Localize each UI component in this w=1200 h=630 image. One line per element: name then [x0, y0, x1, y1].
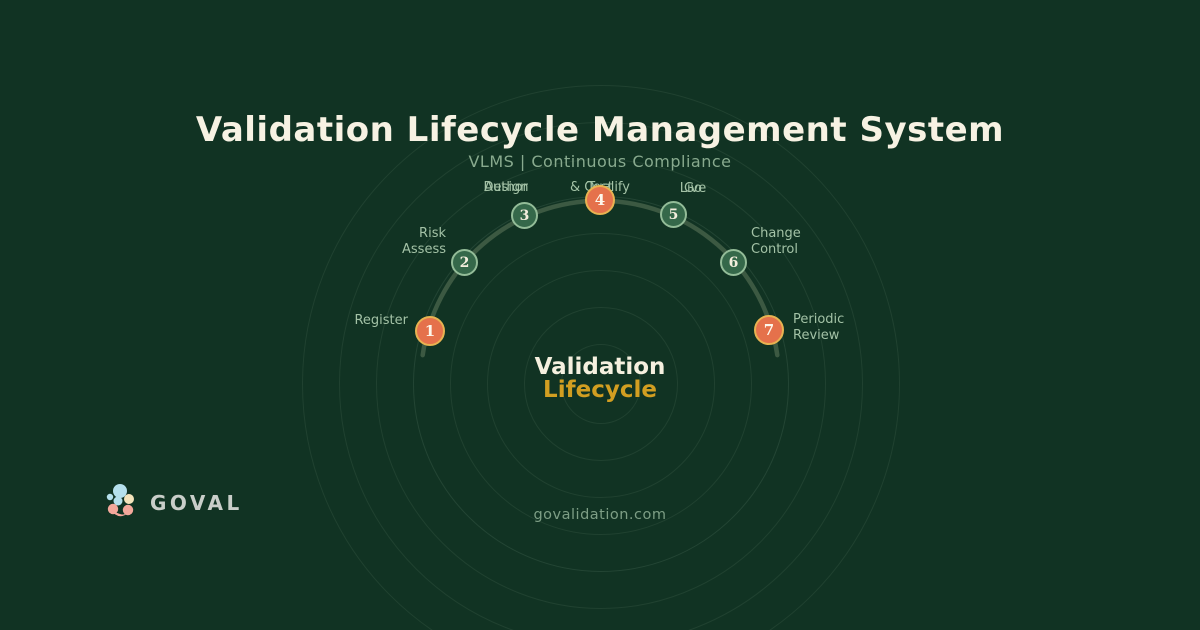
node-label-author-design: Design Author: [483, 180, 529, 195]
diagram-center-label: Validation Lifecycle: [0, 356, 1200, 402]
step-node-5: 5: [660, 201, 687, 228]
step-node-1: 1: [415, 316, 445, 346]
step-node-7: 7: [754, 315, 784, 345]
node-label-periodic-review: Periodic Review: [793, 312, 845, 343]
website-url: govalidation.com: [533, 507, 667, 523]
page-subtitle: VLMS | Continuous Compliance: [468, 152, 732, 171]
node-label-register: Register: [354, 313, 408, 328]
node-label-go-live: Live Go: [679, 181, 707, 196]
goval-molecule-icon: [106, 484, 134, 517]
node-label-change-control: Change Control: [751, 226, 801, 257]
step-node-6: 6: [720, 249, 747, 276]
goval-logo: GOVAL: [104, 483, 243, 523]
step-node-3: 3: [511, 202, 538, 229]
step-node-2: 2: [451, 249, 478, 276]
center-label-line1: Validation: [534, 354, 666, 380]
logo-wordmark: GOVAL: [150, 491, 243, 515]
page-title: Validation Lifecycle Management System: [195, 110, 1005, 150]
center-label-line2: Lifecycle: [543, 377, 657, 403]
step-node-4: 4: [585, 185, 615, 215]
node-label-risk-assess: Risk Assess: [402, 226, 446, 257]
